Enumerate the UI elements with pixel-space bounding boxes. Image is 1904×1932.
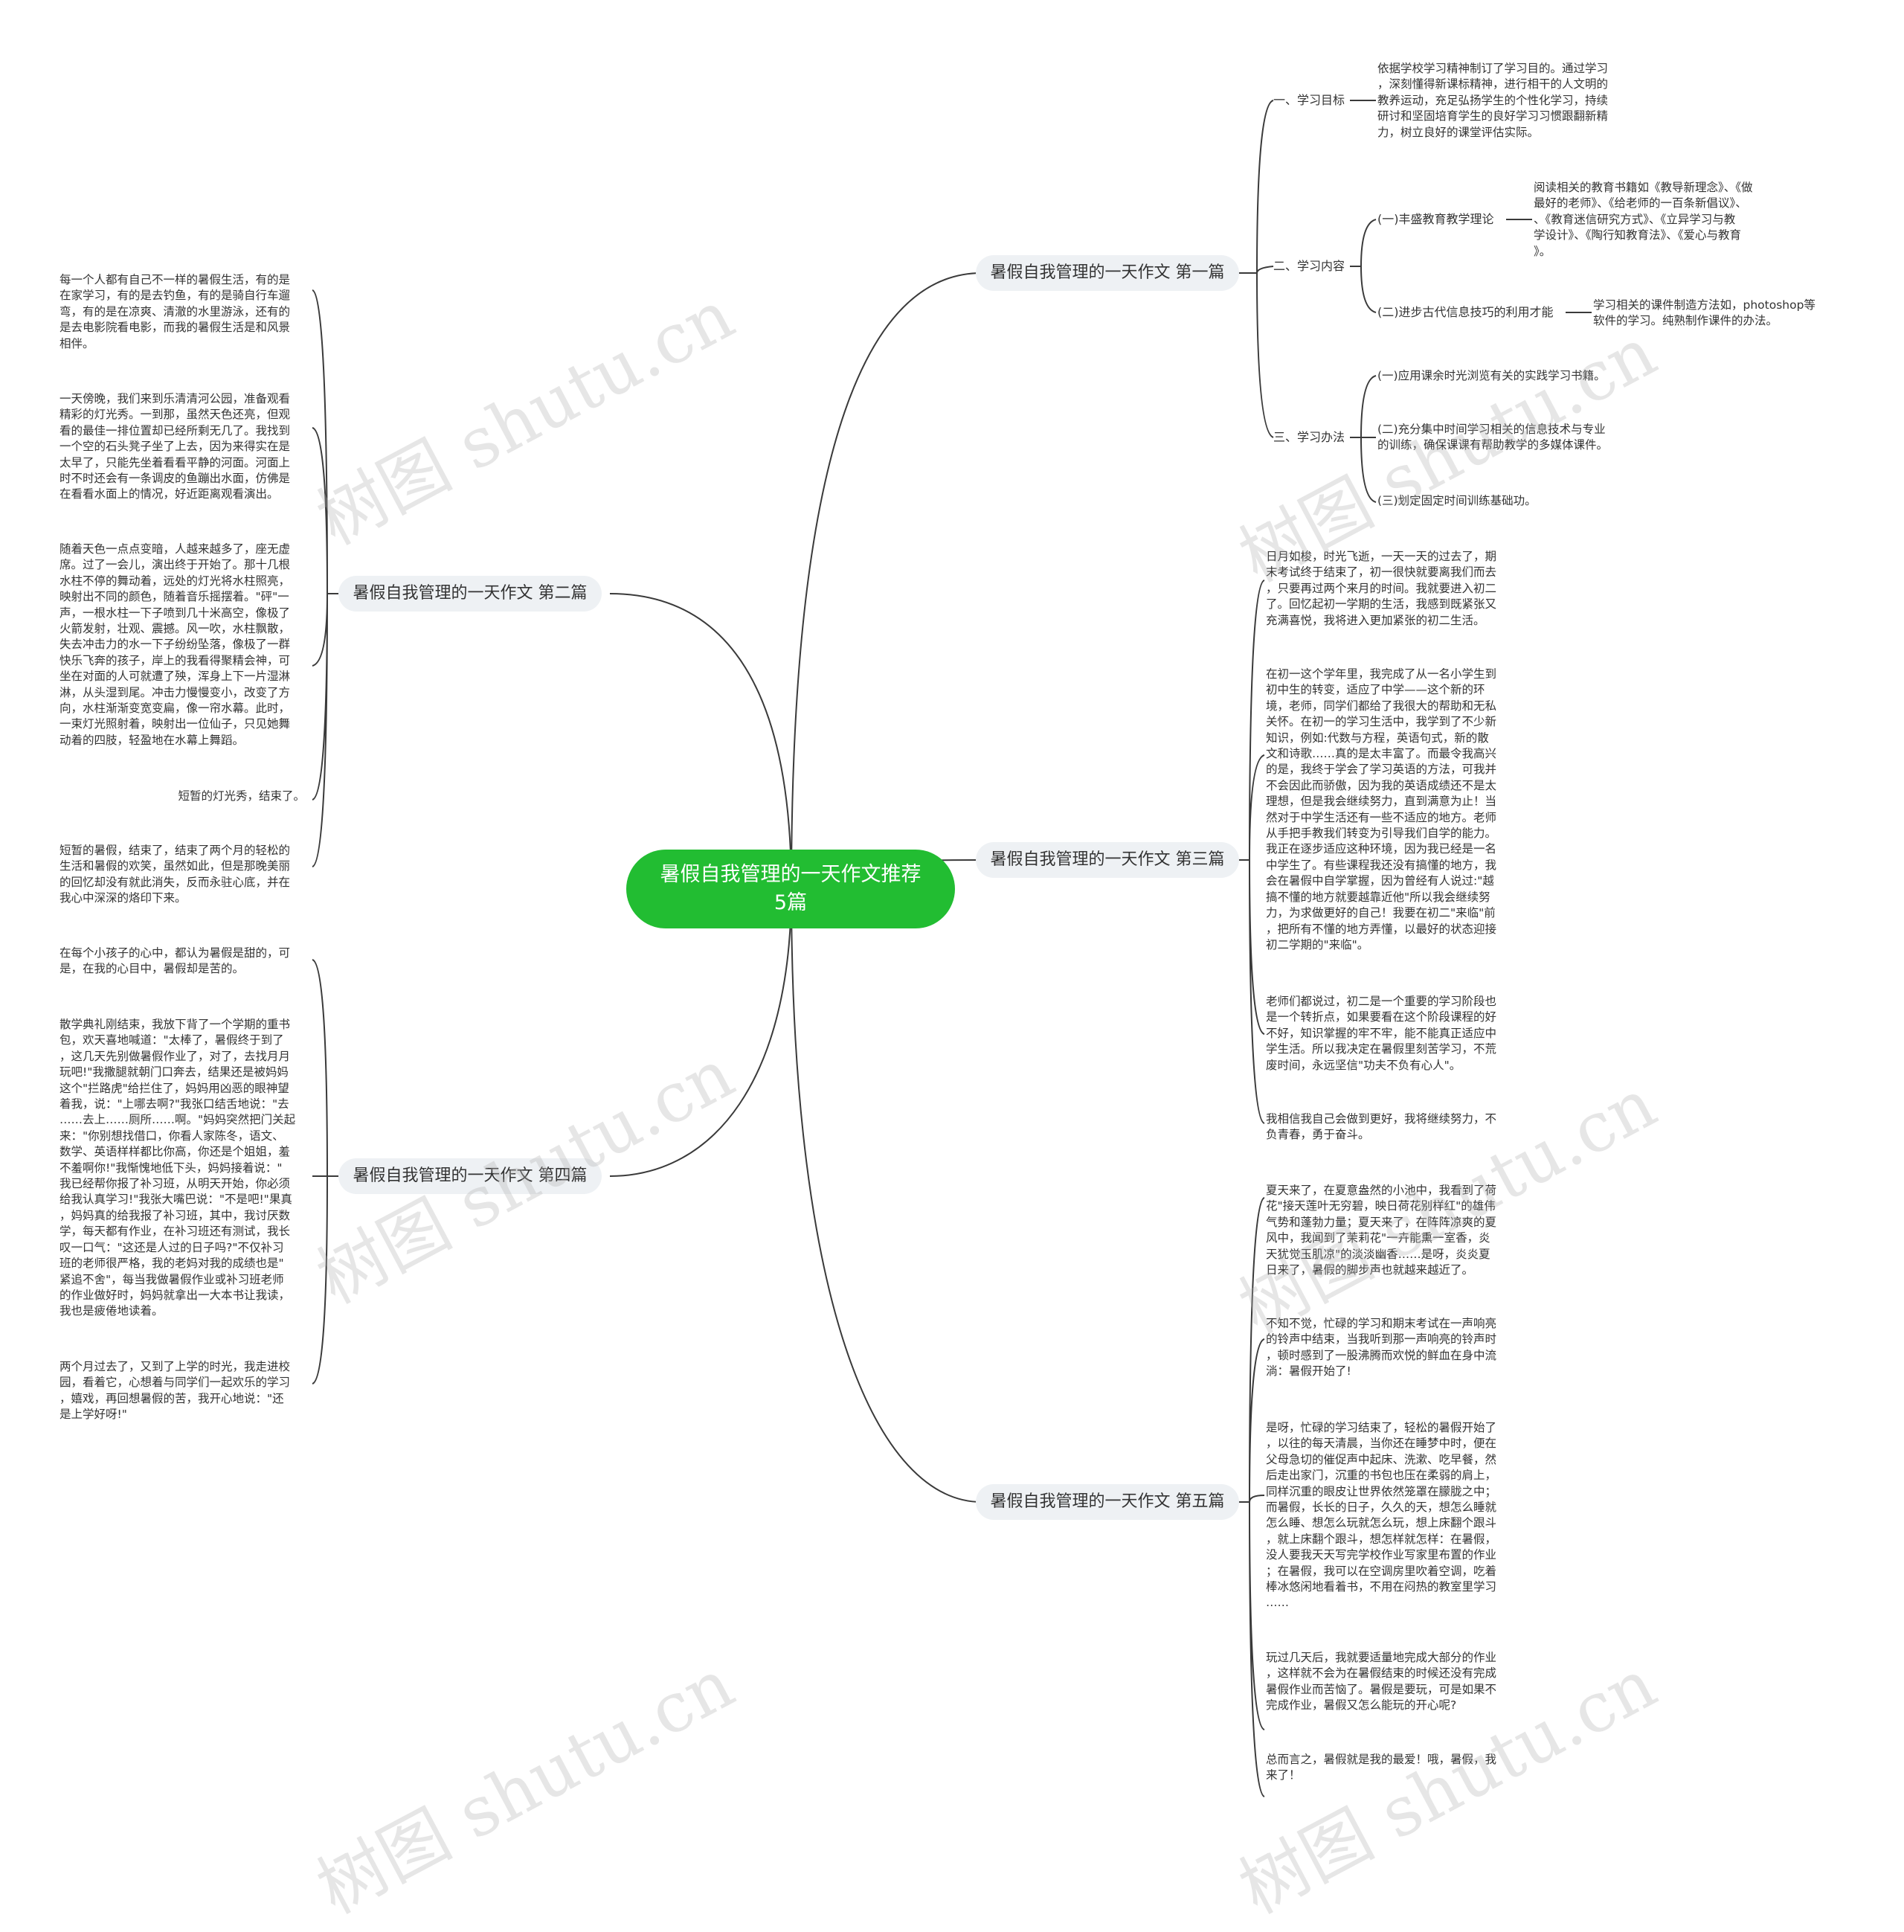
branch-b1[interactable]: 暑假自我管理的一天作文 第一篇 [976,255,1239,291]
branch-b4[interactable]: 暑假自我管理的一天作文 第四篇 [338,1158,602,1194]
branch-b1-label: 暑假自我管理的一天作文 第一篇 [990,263,1225,282]
b2-para-5: 短暂的暑假，结束了，结束了两个月的轻松的 生活和暑假的欢笑，虽然如此，但是那晚美… [60,844,291,905]
b5-para-3: 是呀，忙碌的学习结束了，轻松的暑假开始了 ，以往的每天清晨，当你还在睡梦中时，便… [1266,1421,1497,1610]
b1-method-item-2[interactable]: (二)充分集中时间学习相关的信息技术与专业 的训练，确保课课有帮助教学的多媒体课… [1377,423,1609,452]
branch-b2-label: 暑假自我管理的一天作文 第二篇 [353,584,588,603]
branch-b5[interactable]: 暑假自我管理的一天作文 第五篇 [976,1484,1239,1520]
b1-content-item-theory[interactable]: (一)丰盛教育教学理论 [1377,212,1494,226]
b2-para-3: 随着天色一点点变暗，人越来越多了，座无虚 席。过了一会儿，演出终于开始了。那十几… [60,542,291,747]
branch-b3[interactable]: 暑假自我管理的一天作文 第三篇 [976,842,1239,878]
root-topic[interactable]: 暑假自我管理的一天作文推荐5篇 [626,850,955,928]
connector-root-b2 [609,593,792,890]
b5-para-2: 不知不觉，忙碌的学习和期末考试在一声响亮 的铃声中结束，当我听到那一声响亮的铃声… [1266,1317,1497,1379]
b1-content-item-theory-text: 阅读相关的教育书籍如《教导新理念》、《做 最好的老师》、《给老师的一百条新倡议》… [1534,181,1753,258]
mind-map: 暑假自我管理的一天作文推荐5篇 暑假自我管理的一天作文 第一篇 暑假自我管理的一… [60,62,1815,1929]
b1-method-item-3[interactable]: (三)划定固定时间训练基础功。 [1377,494,1537,507]
branch-b4-label: 暑假自我管理的一天作文 第四篇 [353,1166,588,1185]
b1-section-goal-text: 依据学校学习精神制订了学习目的。通过学习 ，深刻懂得新课标精神，进行相干的人文明… [1377,62,1609,139]
b1-method-item-1[interactable]: (一)应用课余时光浏览有关的实践学习书籍。 [1377,369,1606,382]
branch-b5-label: 暑假自我管理的一天作文 第五篇 [990,1492,1225,1511]
b5-para-1: 夏天来了，在夏意盎然的小池中，我看到了荷 花"接天莲叶无穷碧，映日荷花别样红"的… [1266,1184,1497,1277]
b3-para-2: 在初一这个学年里，我完成了从一名小学生到 初中生的转变，适应了中学——这个新的环… [1266,667,1497,951]
connector-b1-s3 [1350,375,1377,503]
b3-para-1: 日月如梭，时光飞逝，一天一天的过去了，期 末考试终于结束了，初一很快就要离我们而… [1266,550,1497,627]
b1-content-item-tech-text: 学习相关的课件制造方法如，photoshop等 软件的学习。纯熟制作课件的办法。 [1593,298,1815,328]
connector-root-b4 [609,888,792,1177]
b1-content-item-tech[interactable]: (二)进步古代信息技巧的利用才能 [1377,305,1554,319]
connector-b4-bracket [312,959,338,1384]
branch-b3-label: 暑假自我管理的一天作文 第三篇 [990,850,1225,869]
connector-b1-bracket [1238,100,1274,438]
b2-para-1: 每一个人都有自己不一样的暑假生活，有的是 在家学习，有的是去钓鱼，有的是骑自行车… [60,273,291,350]
b4-para-1: 在每个小孩子的心中，都认为暑假是甜的，可 是，在我的心目中，暑假却是苦的。 [60,946,291,976]
connector-b2-bracket [312,289,338,867]
branch-b2[interactable]: 暑假自我管理的一天作文 第二篇 [338,576,602,612]
b1-section-method[interactable]: 三、学习办法 [1273,430,1345,444]
b1-section-goal[interactable]: 一、学习目标 [1273,93,1345,107]
b2-para-4: 短暂的灯光秀，结束了。 [178,789,305,803]
connector-b5-bracket [1238,1197,1265,1797]
b3-para-3: 老师们都说过，初二是一个重要的学习阶段也 是一个转折点，如果要看在这个阶段课程的… [1266,995,1497,1072]
b1-section-content[interactable]: 二、学习内容 [1273,259,1345,273]
connector-root-b5 [791,888,982,1503]
b4-para-2: 散学典礼刚结束，我放下背了一个学期的重书 包，欢天喜地喊道："太棒了，暑假终于到… [60,1018,296,1318]
b5-para-5: 总而言之，暑假就是我的最爱！哦，暑假，我 来了！ [1266,1753,1497,1782]
connector-lines [312,100,1592,1797]
b5-para-4: 玩过几天后，我就要适量地完成大部分的作业 ，这样就不会为在暑假结束的时候还没有完… [1266,1651,1497,1713]
b2-para-2: 一天傍晚，我们来到乐清清河公园，准备观看 精彩的灯光秀。一到那，虽然天色还亮，但… [60,392,291,501]
connector-root-b1 [791,272,983,890]
root-label: 暑假自我管理的一天作文推荐5篇 [660,863,922,914]
b4-para-3: 两个月过去了，又到了上学的时光，我走进校 园，看着它，心想着与同学们一起欢乐的学… [60,1360,291,1422]
b3-para-4: 我相信我自己会做到更好，我将继续努力，不 负青春，勇于奋斗。 [1266,1112,1497,1142]
connector-b3-bracket [1238,580,1265,1124]
connector-b1-s2 [1350,219,1377,313]
